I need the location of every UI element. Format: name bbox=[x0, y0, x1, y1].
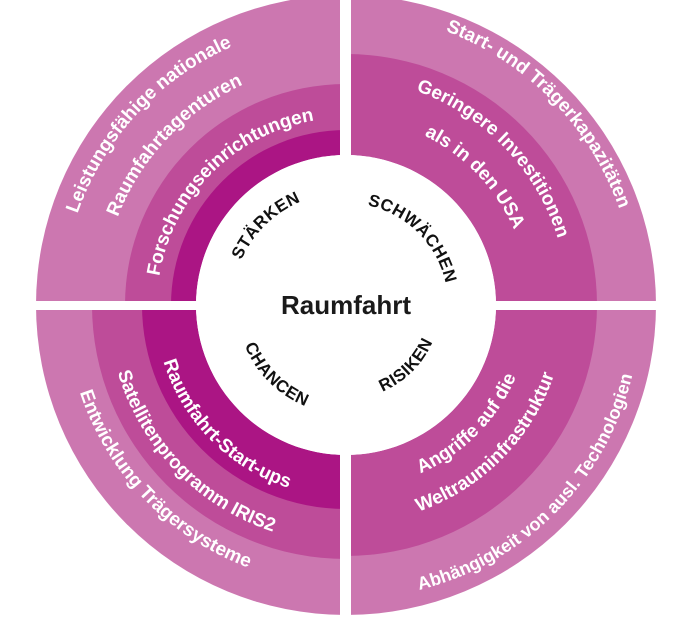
center-title: Raumfahrt bbox=[281, 290, 411, 320]
center-disc bbox=[196, 155, 496, 455]
